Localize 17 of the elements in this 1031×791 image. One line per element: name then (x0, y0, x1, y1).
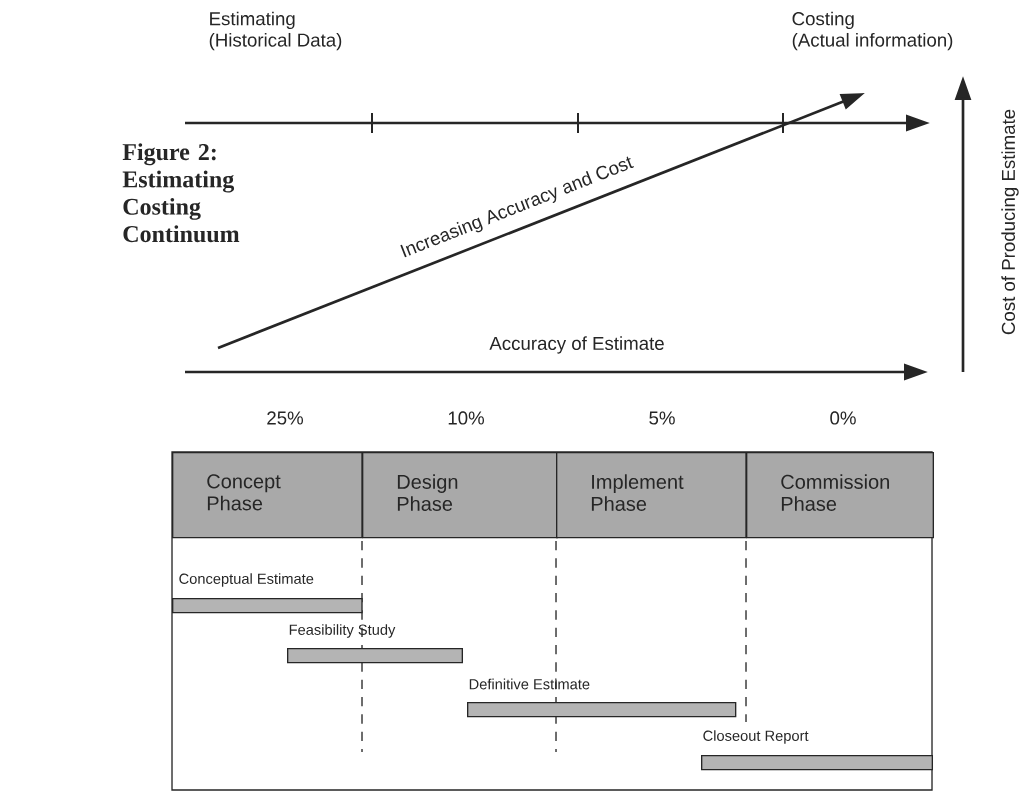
axis-label: 0% (830, 411, 856, 425)
phase-box: Implement Phase (556, 452, 747, 539)
node-label: Closeout Report (703, 730, 809, 744)
axis-label: Costing (Actual information) (792, 11, 953, 51)
task-bar: Closeout Report (701, 730, 933, 771)
task-bar: Conceptual Estimate (172, 573, 363, 614)
axis-label: 5% (649, 411, 675, 425)
figure-title: Figure 2: Estimating Costing Continuum (122, 143, 240, 243)
phase-box: Concept Phase (172, 452, 363, 539)
axis-label: 10% (448, 411, 484, 425)
phase-box: Design Phase (362, 452, 558, 539)
axis-label: Accuracy of Estimate (489, 336, 664, 354)
axis-label: Cost of Producing Estimate (1001, 109, 1019, 335)
node-label: Conceptual Estimate (179, 573, 314, 587)
phase-box: Commission Phase (746, 452, 934, 539)
axis-label: 25% (267, 411, 303, 425)
axis-label: Estimating (Historical Data) (209, 11, 342, 51)
